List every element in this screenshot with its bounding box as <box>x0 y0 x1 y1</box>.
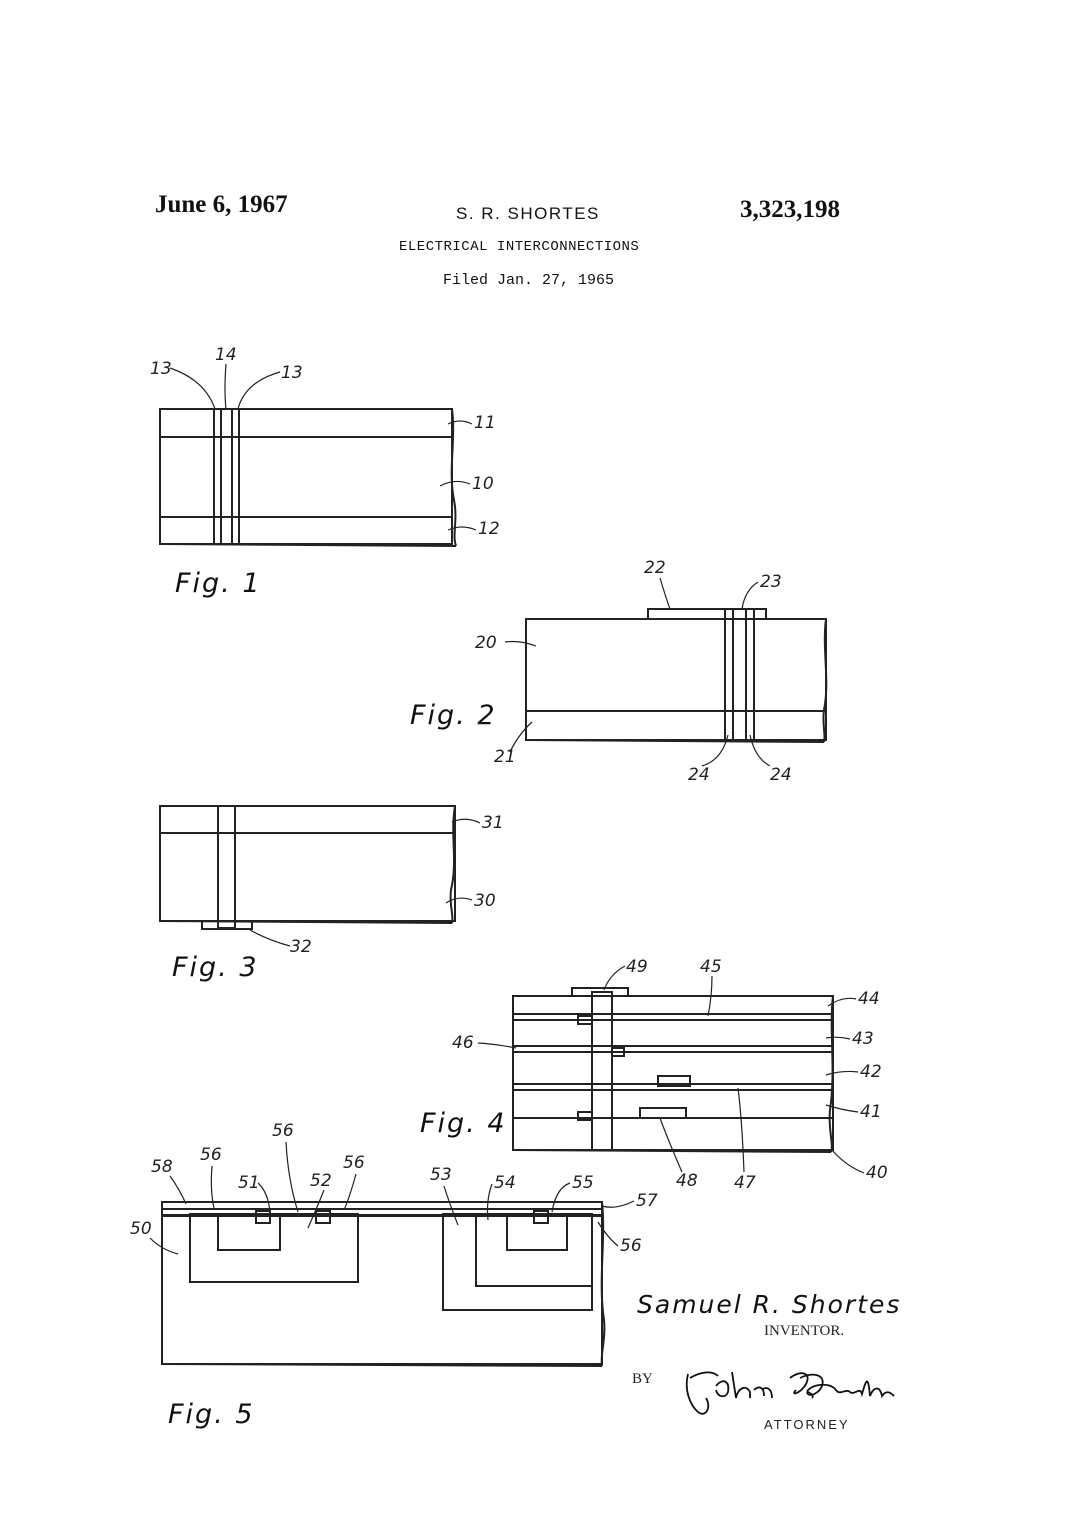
patent-title: ELECTRICAL INTERCONNECTIONS <box>399 239 640 255</box>
fig5-label-56b: 56 <box>200 1145 222 1165</box>
fig3-label-31: 31 <box>482 813 504 833</box>
fig1-label-11: 11 <box>474 413 496 433</box>
fig5-caption: Fig. 5 <box>168 1399 255 1430</box>
fig1-label-13b: 13 <box>281 363 303 383</box>
fig1-label-14: 14 <box>215 345 237 365</box>
fig2-label-24b: 24 <box>770 765 792 785</box>
fig2-label-23: 23 <box>760 572 782 592</box>
fig5-label-58: 58 <box>151 1157 173 1177</box>
fig2-caption: Fig. 2 <box>410 700 497 731</box>
fig5-label-54: 54 <box>494 1173 516 1193</box>
attorney-role-label: ATTORNEY <box>764 1417 850 1432</box>
fig4-label-44: 44 <box>858 989 880 1009</box>
fig3-label-30: 30 <box>474 891 496 911</box>
fig1-label-12: 12 <box>478 519 500 539</box>
fig5-label-55: 55 <box>572 1173 594 1193</box>
fig2-label-21: 21 <box>494 747 516 767</box>
signature-block: Samuel R. Shortes INVENTOR. BY ATTORNEY <box>632 1290 901 1432</box>
inventor-header: S. R. SHORTES <box>456 204 600 223</box>
fig4-label-43: 43 <box>852 1029 874 1049</box>
fig5-label-51: 51 <box>238 1173 260 1193</box>
fig5-label-56d: 56 <box>620 1236 642 1256</box>
by-label: BY <box>632 1371 653 1387</box>
patent-number: 3,323,198 <box>740 196 840 223</box>
fig5-label-53: 53 <box>430 1165 452 1185</box>
fig3-label-32: 32 <box>290 937 312 957</box>
fig4-label-49: 49 <box>626 957 648 977</box>
attorney-handwritten-signature <box>685 1371 895 1415</box>
fig5-label-52: 52 <box>310 1171 332 1191</box>
figure-2: 22 23 20 21 24 24 Fig. 2 <box>410 558 828 785</box>
filed-date: Filed Jan. 27, 1965 <box>443 272 615 289</box>
fig2-label-20: 20 <box>475 633 497 653</box>
fig2-label-22: 22 <box>644 558 666 578</box>
fig3-caption: Fig. 3 <box>172 952 259 983</box>
fig4-label-47: 47 <box>734 1173 756 1193</box>
inventor-role-label: INVENTOR. <box>764 1323 844 1339</box>
fig4-label-46: 46 <box>452 1033 474 1053</box>
fig1-caption: Fig. 1 <box>175 568 262 599</box>
patent-date: June 6, 1967 <box>155 191 288 218</box>
figure-4: 49 45 44 43 46 42 41 40 48 47 Fig. 4 <box>420 957 888 1193</box>
fig5-label-57: 57 <box>636 1191 658 1211</box>
fig4-label-40: 40 <box>866 1163 888 1183</box>
fig4-label-42: 42 <box>860 1062 882 1082</box>
fig5-label-56c: 56 <box>343 1153 365 1173</box>
fig1-label-13a: 13 <box>150 359 172 379</box>
inventor-signature-name: Samuel R. Shortes <box>637 1290 901 1319</box>
figure-5: 56 58 56 51 52 56 53 54 55 57 50 56 Fig.… <box>130 1121 658 1430</box>
fig5-label-56a: 56 <box>272 1121 294 1141</box>
fig1-label-10: 10 <box>472 474 494 494</box>
fig4-label-45: 45 <box>700 957 722 977</box>
fig4-label-41: 41 <box>860 1102 882 1122</box>
fig4-label-48: 48 <box>676 1171 698 1191</box>
fig5-label-50: 50 <box>130 1219 152 1239</box>
figure-3: 31 30 32 Fig. 3 <box>159 805 504 983</box>
fig2-label-24a: 24 <box>688 765 710 785</box>
figure-1: 13 14 13 11 10 12 Fig. 1 <box>150 345 500 599</box>
fig4-caption: Fig. 4 <box>420 1108 507 1139</box>
